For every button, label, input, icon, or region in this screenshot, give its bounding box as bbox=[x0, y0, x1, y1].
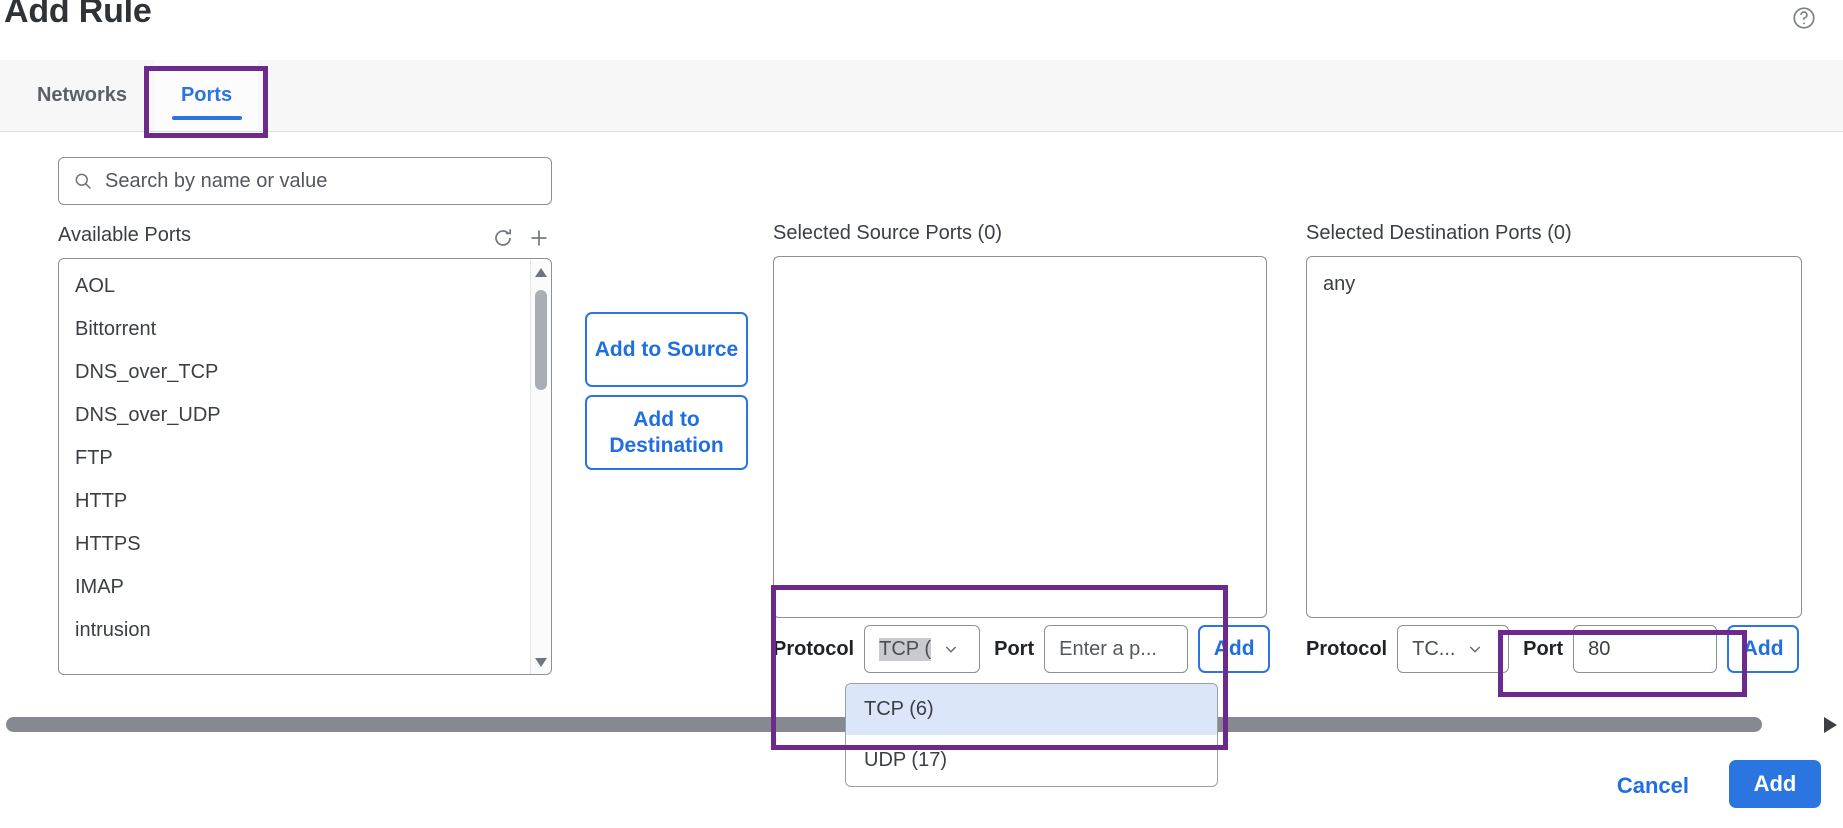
available-port-item[interactable]: HTTPS bbox=[75, 533, 141, 555]
destination-protocol-label: Protocol bbox=[1306, 637, 1388, 660]
available-port-item[interactable]: HTTP bbox=[75, 490, 128, 512]
tab-bar: Networks Ports bbox=[0, 60, 1843, 132]
available-port-item[interactable]: DNS_over_TCP bbox=[75, 361, 219, 383]
scroll-up-arrow-icon[interactable] bbox=[535, 268, 547, 277]
available-port-item[interactable]: Bittorrent bbox=[75, 318, 157, 340]
selected-source-ports-panel[interactable] bbox=[773, 256, 1267, 618]
selected-destination-ports-label: Selected Destination Ports (0) bbox=[1306, 222, 1572, 244]
available-port-item[interactable]: FTP bbox=[75, 447, 113, 469]
tab-ports[interactable]: Ports bbox=[155, 60, 258, 131]
protocol-option[interactable]: UDP (17) bbox=[864, 749, 947, 771]
plus-icon[interactable] bbox=[527, 226, 551, 250]
destination-protocol-value: TC... bbox=[1412, 637, 1456, 660]
protocol-option[interactable]: TCP (6) bbox=[846, 684, 1217, 735]
add-to-source-button[interactable]: Add to Source bbox=[585, 312, 748, 387]
tab-active-underline bbox=[172, 116, 242, 120]
chevron-down-icon bbox=[1467, 641, 1483, 657]
scroll-right-arrow-icon[interactable] bbox=[1824, 717, 1837, 733]
scrollbar-thumb[interactable] bbox=[535, 290, 547, 390]
source-protocol-label: Protocol bbox=[773, 637, 855, 660]
source-add-button[interactable]: Add bbox=[1198, 625, 1271, 673]
add-to-destination-button[interactable]: Add to Destination bbox=[585, 395, 748, 470]
search-input[interactable] bbox=[103, 168, 523, 194]
add-button[interactable]: Add bbox=[1729, 760, 1821, 808]
available-ports-scrollbar[interactable] bbox=[530, 260, 550, 674]
available-port-item[interactable]: AOL bbox=[75, 275, 116, 297]
search-box[interactable] bbox=[58, 157, 552, 205]
help-circle-icon[interactable] bbox=[1791, 5, 1817, 31]
destination-port-label: Port bbox=[1523, 637, 1564, 660]
source-port-input[interactable] bbox=[1044, 625, 1189, 673]
source-protocol-select[interactable]: TCP ( bbox=[864, 625, 981, 673]
destination-port-item[interactable]: any bbox=[1323, 273, 1356, 295]
available-port-item[interactable]: DNS_over_UDP bbox=[75, 404, 221, 426]
protocol-dropdown-menu[interactable]: TCP (6) UDP (17) bbox=[845, 683, 1218, 787]
selected-destination-ports-list: any bbox=[1307, 257, 1801, 306]
dialog-header: Add Rule bbox=[0, 0, 1843, 58]
tab-networks[interactable]: Networks bbox=[36, 84, 128, 106]
cancel-button[interactable]: Cancel bbox=[1611, 772, 1695, 800]
search-icon bbox=[73, 171, 93, 191]
destination-port-input[interactable] bbox=[1573, 625, 1718, 673]
source-protocol-value: TCP ( bbox=[879, 637, 931, 661]
destination-add-button[interactable]: Add bbox=[1727, 625, 1800, 673]
destination-protocol-select[interactable]: TC... bbox=[1397, 625, 1510, 673]
refresh-icon[interactable] bbox=[491, 226, 515, 250]
selected-destination-ports-panel[interactable]: any bbox=[1306, 256, 1802, 618]
available-port-item[interactable]: IMAP bbox=[75, 576, 124, 598]
destination-protocol-port-row: Protocol TC... Port Add bbox=[1306, 625, 1800, 673]
source-port-label: Port bbox=[994, 637, 1035, 660]
scroll-down-arrow-icon[interactable] bbox=[535, 658, 547, 667]
available-ports-label: Available Ports bbox=[58, 224, 192, 246]
source-protocol-port-row: Protocol TCP ( Port Add bbox=[773, 625, 1271, 673]
chevron-down-icon bbox=[943, 641, 959, 657]
available-port-item[interactable]: intrusion bbox=[75, 619, 151, 641]
selected-source-ports-list bbox=[774, 257, 1266, 263]
selected-source-ports-label: Selected Source Ports (0) bbox=[773, 222, 1002, 244]
page-title: Add Rule bbox=[4, 0, 152, 30]
